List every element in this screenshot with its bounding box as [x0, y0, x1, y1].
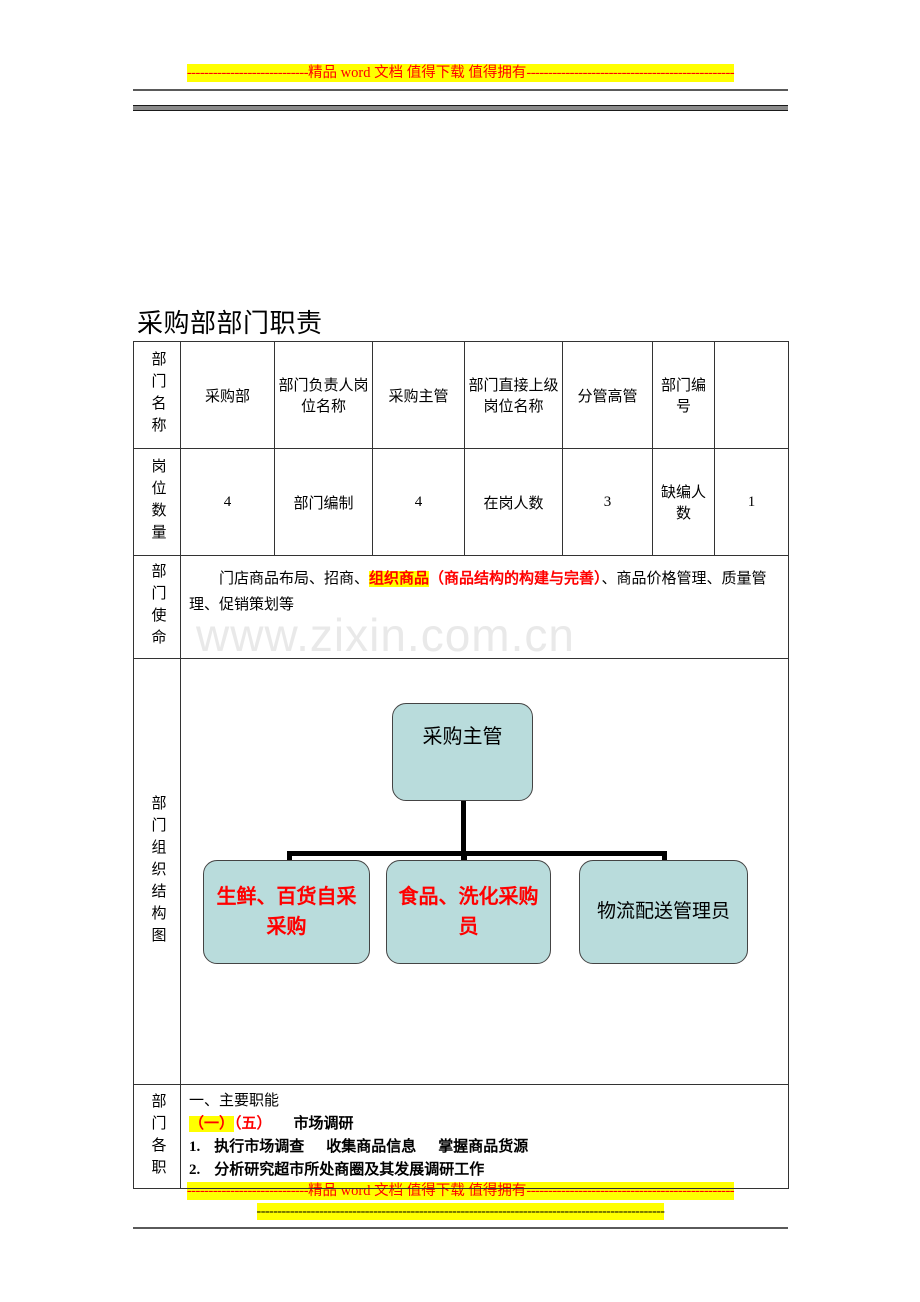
duties-line-3: 1. 执行市场调查 收集商品信息 掌握商品货源 — [189, 1136, 782, 1159]
cell-head-position-value: 采购主管 — [372, 341, 465, 449]
table-row-mission: 部门使命 门店商品布局、招商、组织商品（商品结构的构建与完善）、商品价格管理、质… — [133, 555, 789, 659]
row-label-orgchart: 部门组织结构图 — [133, 658, 181, 1085]
header-banner: ----------------------------精品 word 文档 值… — [133, 64, 788, 83]
duties-line-2: （一）（五） 市场调研 — [189, 1113, 782, 1136]
row-label-department-name: 部门名称 — [133, 341, 181, 449]
org-node-purchasing-supervisor: 采购主管 — [392, 703, 533, 801]
org-node-food-washing-buyer: 食品、洗化采购员 — [386, 860, 551, 964]
mission-text-red-paren: （商品结构的构建与完善） — [429, 571, 602, 587]
header-rule-double — [133, 105, 788, 111]
duties-line-4: 2. 分析研究超市所处商圈及其发展调研工作 — [189, 1159, 782, 1182]
org-connector-vertical — [461, 801, 466, 865]
department-responsibility-table: 部门名称 采购部 部门负责人岗位名称 采购主管 部门直接上级岗位名称 分管高管 … — [133, 341, 789, 1189]
duties-line2-red: （五） — [234, 1116, 272, 1132]
footer-banner2-line: ----------------------------------------… — [133, 1202, 788, 1221]
duties-line3-num: 1. — [189, 1139, 201, 1155]
duties-line-1: 一、主要职能 — [189, 1093, 280, 1109]
cell-department-number-value — [714, 341, 789, 449]
mission-text-part1: 门店商品布局、招商、 — [219, 571, 370, 587]
cell-department-number-label: 部门编号 — [652, 341, 715, 449]
footer-banner2-dashes: ----------------------------------------… — [256, 1204, 665, 1219]
table-row-orgchart: 部门组织结构图 采购主管 生鲜、百货自采采购 食品、洗化采购员 物流配送管理员 — [133, 658, 789, 1085]
duties-line2-highlight: （一） — [189, 1116, 235, 1132]
cell-duties: 一、主要职能 （一）（五） 市场调研 1. 执行市场调查 收集商品信息 掌握商品货源 2… — [180, 1084, 789, 1189]
duties-line3-c: 掌握商品货源 — [438, 1139, 529, 1155]
cell-department-name-value: 采购部 — [180, 341, 275, 449]
header-dash-right: ----------------------------------------… — [526, 65, 735, 81]
header-dash-left: ---------------------------- — [186, 65, 309, 81]
table-row-duties: 部门各职 一、主要职能 （一）（五） 市场调研 1. 执行市场调查 收集商品信息 掌握商… — [133, 1084, 789, 1189]
page-title: 采购部部门职责 — [137, 308, 323, 338]
row-label-position-count: 岗位数量 — [133, 448, 181, 556]
cell-staffing-label: 部门编制 — [274, 448, 373, 556]
duties-line2-text: 市场调研 — [293, 1116, 354, 1132]
footer-banner-secondary: ----------------------------------------… — [133, 1202, 788, 1221]
cell-onduty-label: 在岗人数 — [464, 448, 563, 556]
row-label-department-mission: 部门使命 — [133, 555, 181, 659]
org-node-fresh-general-buyer: 生鲜、百货自采采购 — [203, 860, 370, 964]
org-connector-drop-3 — [662, 851, 667, 865]
mission-text-highlight: 组织商品 — [369, 571, 430, 587]
org-node-logistics-manager: 物流配送管理员 — [579, 860, 748, 964]
cell-staffing-value: 4 — [372, 448, 465, 556]
cell-superior-position-label: 部门直接上级岗位名称 — [464, 341, 563, 449]
cell-onduty-value: 3 — [562, 448, 653, 556]
cell-position-count-value: 4 — [180, 448, 275, 556]
org-connector-horizontal — [287, 851, 667, 856]
header-banner-line: ----------------------------精品 word 文档 值… — [133, 64, 788, 83]
duties-line3-a: 执行市场调查 — [214, 1139, 305, 1155]
org-connector-drop-1 — [287, 851, 292, 865]
table-row: 岗位数量 4 部门编制 4 在岗人数 3 缺编人数 1 — [133, 448, 789, 556]
header-rule-single — [133, 89, 788, 91]
mission-text-part2: 、商品价格管理、质量管理、促销策划等 — [189, 571, 767, 613]
cell-department-mission: 门店商品布局、招商、组织商品（商品结构的构建与完善）、商品价格管理、质量管理、促… — [180, 555, 789, 659]
cell-superior-position-value: 分管高管 — [562, 341, 653, 449]
org-connector-drop-2 — [462, 851, 467, 865]
cell-vacancy-label: 缺编人数 — [652, 448, 715, 556]
header-banner-text: 精品 word 文档 值得下载 值得拥有 — [308, 65, 527, 81]
cell-head-position-label: 部门负责人岗位名称 — [274, 341, 373, 449]
duties-line4-num: 2. — [189, 1162, 201, 1178]
row-label-duties: 部门各职 — [133, 1084, 181, 1189]
cell-orgchart: 采购主管 生鲜、百货自采采购 食品、洗化采购员 物流配送管理员 — [180, 658, 789, 1085]
cell-vacancy-value: 1 — [714, 448, 789, 556]
footer-rule-single — [133, 1227, 788, 1229]
duties-line4-text: 分析研究超市所处商圈及其发展调研工作 — [214, 1162, 485, 1178]
duties-line3-b: 收集商品信息 — [326, 1139, 417, 1155]
org-chart: 采购主管 生鲜、百货自采采购 食品、洗化采购员 物流配送管理员 — [181, 659, 788, 1084]
table-row: 部门名称 采购部 部门负责人岗位名称 采购主管 部门直接上级岗位名称 分管高管 … — [133, 341, 789, 449]
